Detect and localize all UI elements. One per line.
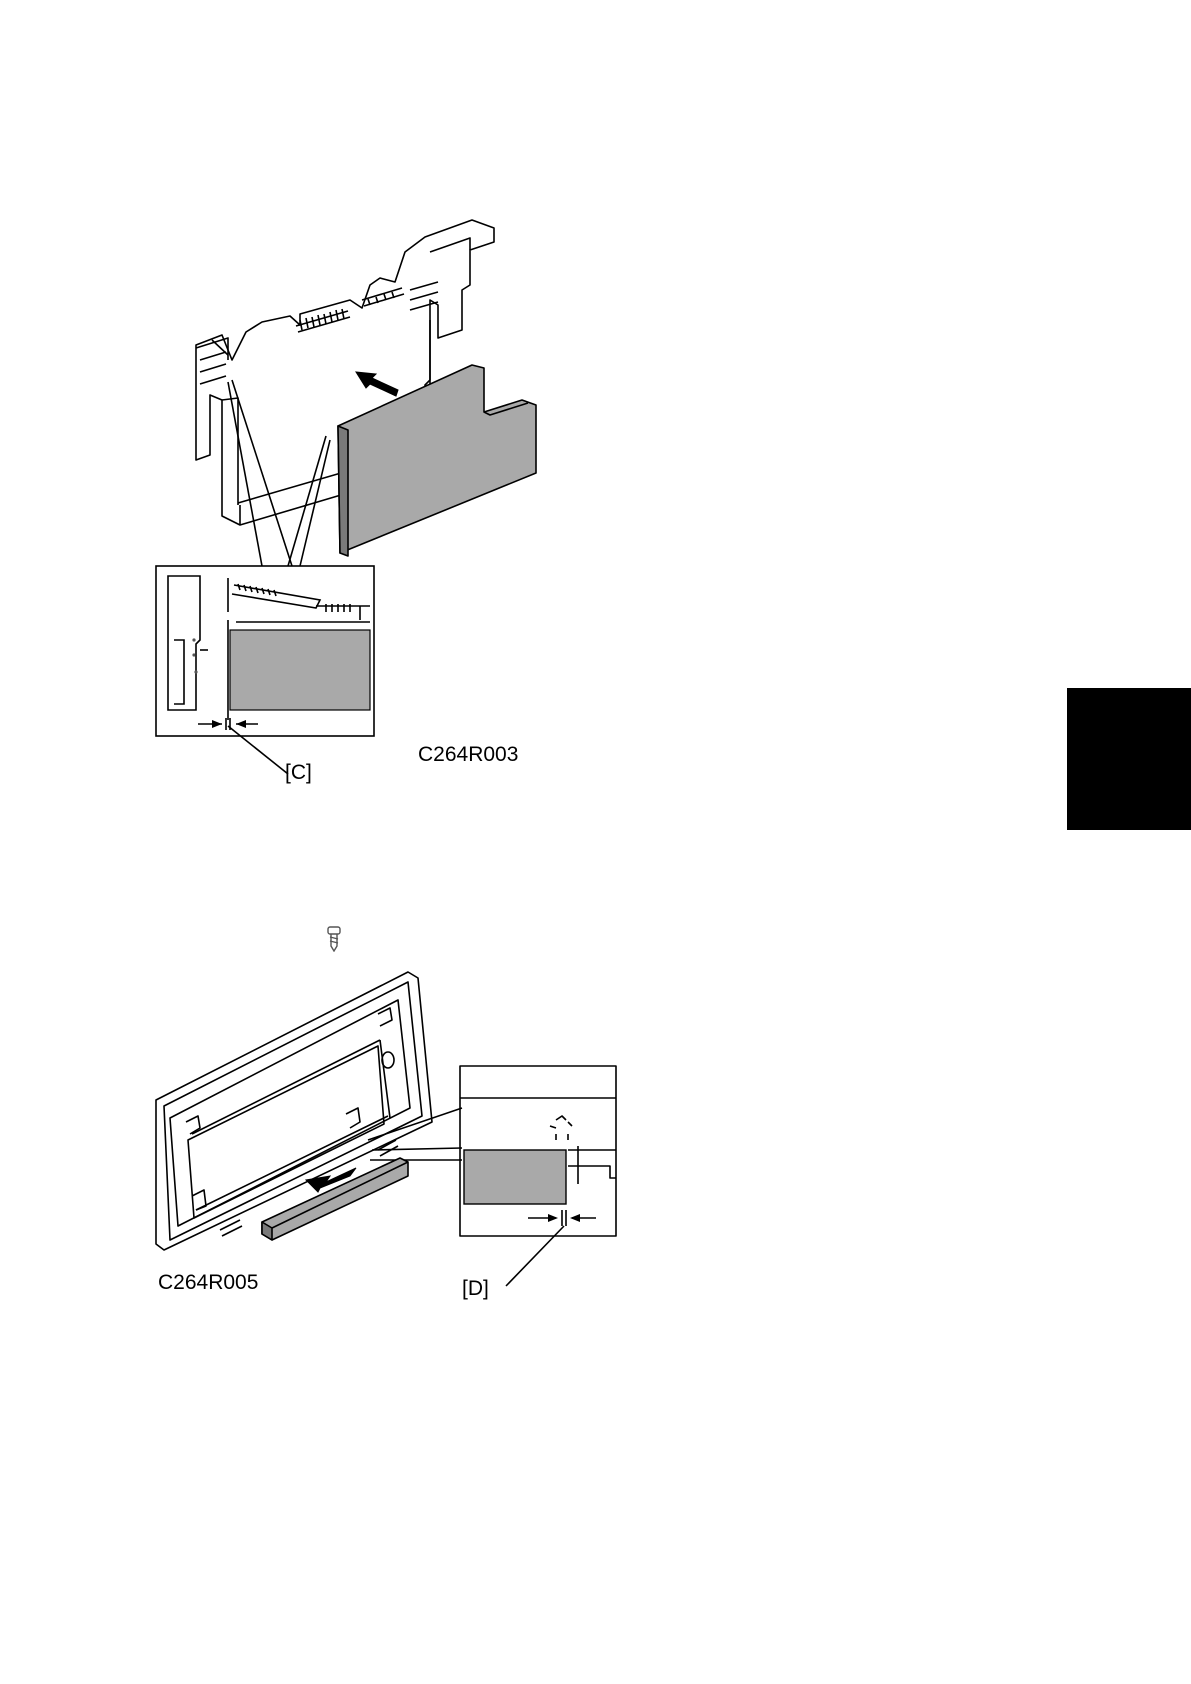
screw-icon [324,926,344,952]
callout-c: [C] [285,762,312,783]
figure-code-c264r005: C264R005 [158,1272,258,1293]
callout-d: [D] [462,1278,489,1299]
figure-code-c264r003: C264R003 [418,744,518,765]
chapter-tab [1067,688,1191,830]
